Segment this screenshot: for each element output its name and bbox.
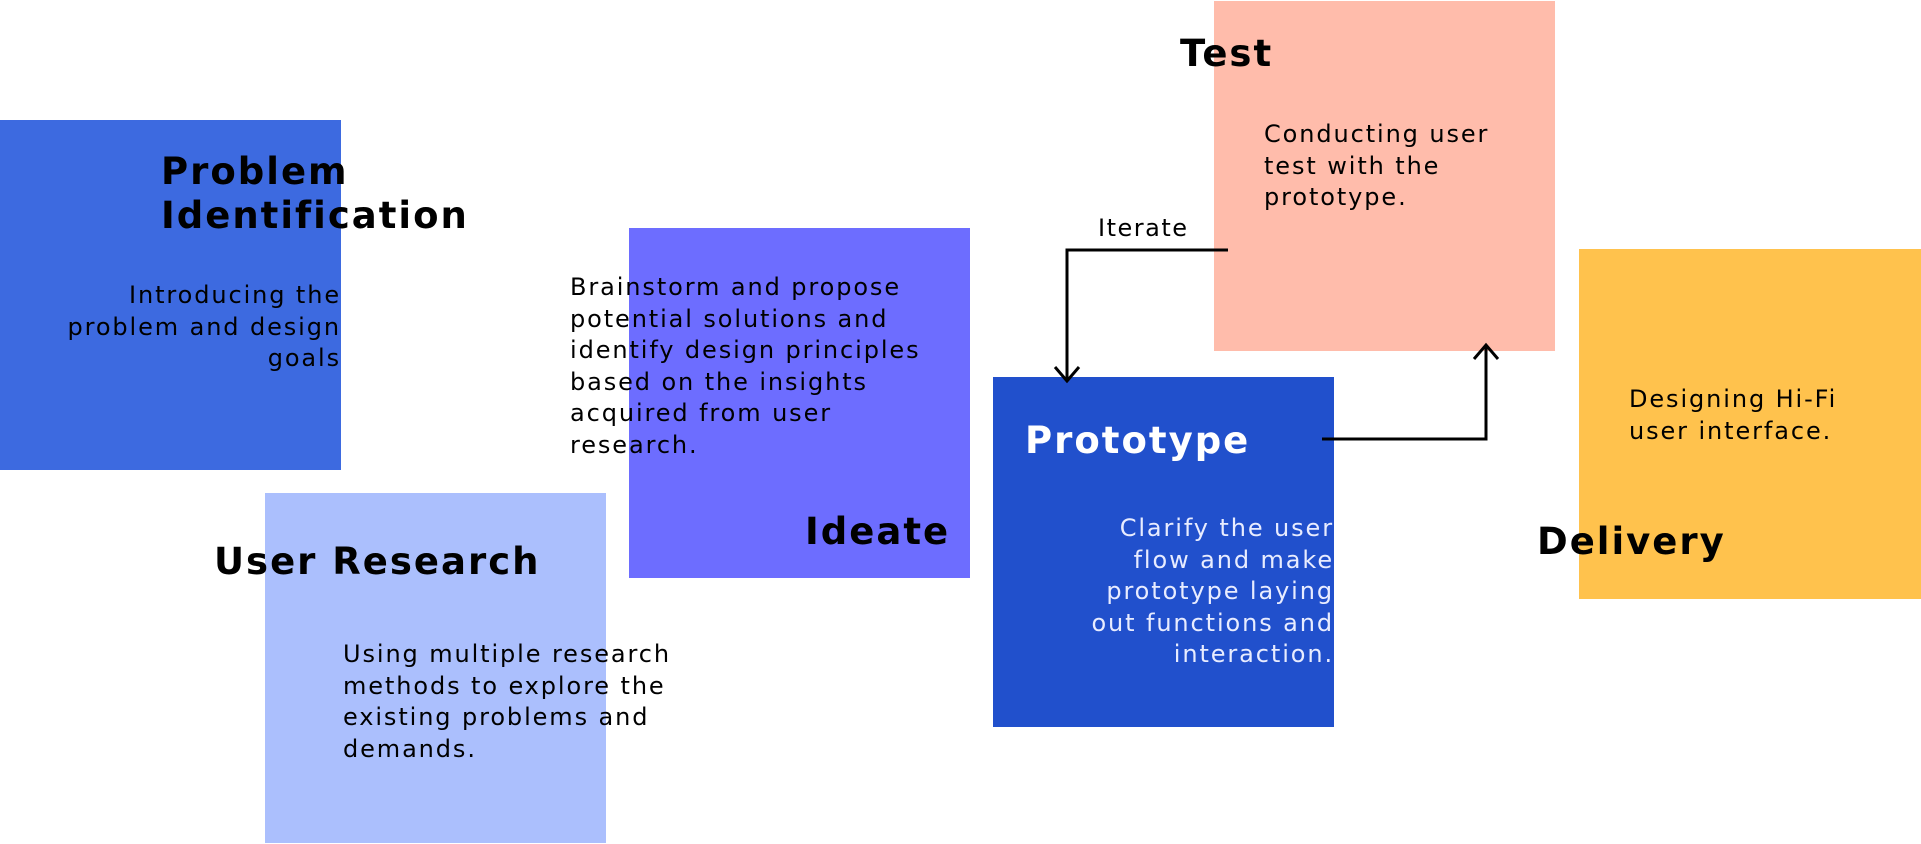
user-research-title: User Research (214, 540, 541, 583)
problem-title-line-1: Problem (161, 150, 349, 193)
prototype-to-test-arrow (1322, 345, 1488, 441)
iterate-arrowhead (1053, 366, 1081, 384)
problem-title-line-2: Identification (161, 194, 469, 238)
problem-identification-description: Introducing the problem and design goals (67, 281, 341, 372)
prototype-to-test-arrowhead (1472, 342, 1500, 360)
test-description: Conducting user test with the prototype. (1264, 120, 1490, 211)
prototype-block (993, 377, 1334, 727)
ideate-block (629, 228, 970, 578)
prototype-description: Clarify the user flow and make prototype… (1091, 514, 1334, 668)
delivery-description: Designing Hi-Fi user interface. (1629, 385, 1838, 445)
ideate-description: Brainstorm and propose potential solutio… (570, 273, 921, 459)
test-block (1214, 1, 1555, 351)
problem-identification-block (0, 120, 341, 470)
iterate-arrow (1065, 248, 1228, 381)
prototype-title: Prototype (1025, 419, 1251, 462)
iterate-label: Iterate (1098, 214, 1189, 242)
ideate-title: Ideate (805, 510, 951, 553)
user-research-block (265, 493, 606, 843)
problem-identification-title: Problem Identification (161, 150, 469, 239)
user-research-description: Using multiple research methods to explo… (343, 640, 671, 763)
test-title: Test (1180, 32, 1274, 75)
delivery-title: Delivery (1537, 520, 1726, 563)
delivery-block (1579, 249, 1921, 599)
